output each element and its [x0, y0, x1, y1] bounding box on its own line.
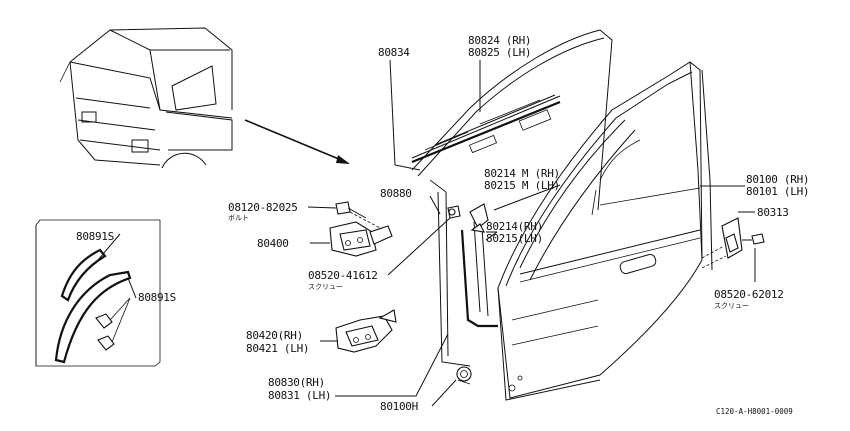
lower-hinge-80420: [335, 309, 397, 353]
grommet-80100h: [456, 366, 472, 385]
screw-08520-41612: [447, 205, 461, 219]
label-80400: 80400: [257, 237, 289, 250]
label-80891s-upper: 80891S: [76, 230, 114, 243]
door-panel: [497, 61, 713, 401]
label-80100-rh: 80100 (RH): [746, 173, 809, 186]
inset-box: [35, 219, 161, 367]
label-80101-lh: 80101 (LH): [746, 185, 809, 198]
van-overview-illustration: [59, 27, 233, 169]
label-08520-62012: 08520-62012: [714, 288, 784, 301]
label-08120-82025: 08120-82025: [228, 201, 298, 214]
label-08520-41612: 08520-41612: [308, 269, 378, 282]
weatherstrip-80880: [429, 179, 471, 367]
label-80214-rh: 80214(RH): [486, 220, 543, 233]
run-channel-80830: [460, 221, 498, 328]
label-80891s-lower: 80891S: [138, 291, 176, 304]
part-labels: 80834 80824 (RH) 80825 (LH) 80880 80214 …: [76, 34, 810, 416]
striker-80313: [701, 217, 765, 269]
label-80834: 80834: [378, 46, 410, 59]
label-08120-sub: ボルト: [228, 214, 249, 222]
label-80824: 80824 (RH): [468, 34, 531, 47]
leader-lines: [97, 59, 756, 407]
label-80420-rh: 80420(RH): [246, 329, 303, 342]
figure-code: C120-A-H8001-0009: [716, 407, 793, 416]
label-08520-41612-sub: スクリュー: [308, 283, 343, 291]
label-80825: 80825 (LH): [468, 46, 531, 59]
label-80831-lh: 80831 (LH): [268, 389, 331, 402]
regulator-80214m: [469, 203, 489, 233]
upper-hinge-80400: [329, 221, 393, 257]
direction-arrow: [244, 119, 350, 164]
label-80215-lh: 80215(LH): [486, 232, 543, 245]
label-80830-rh: 80830(RH): [268, 376, 325, 389]
label-80313: 80313: [757, 206, 789, 219]
label-80100h: 80100H: [380, 400, 418, 413]
label-80880: 80880: [380, 187, 412, 200]
label-80215m: 80215 M (LH): [484, 179, 560, 192]
bolt-08120-82025: [335, 201, 367, 219]
label-80421-lh: 80421 (LH): [246, 342, 309, 355]
label-08520-62012-sub: スクリュー: [714, 302, 749, 310]
door-glass: [411, 29, 613, 211]
label-80214m: 80214 M (RH): [484, 167, 560, 180]
